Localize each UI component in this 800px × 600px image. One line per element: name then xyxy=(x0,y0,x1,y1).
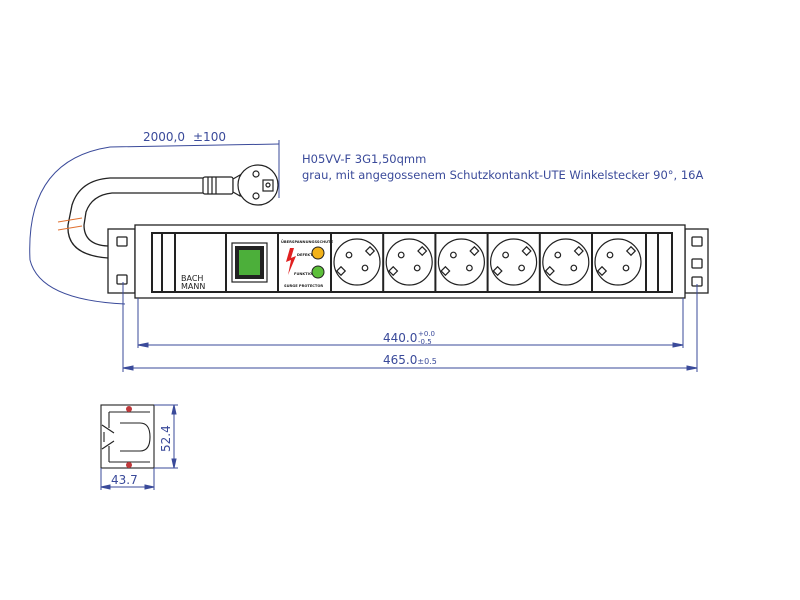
profile-height-label: 52.4 xyxy=(159,425,173,452)
inner-width-tol-plus: +0.0 xyxy=(418,330,435,338)
function-led-icon xyxy=(311,265,325,279)
surge-title: ÜBERSPANNUNGSSCHUTZ xyxy=(281,239,333,244)
lightning-icon xyxy=(286,248,296,275)
socket xyxy=(591,233,642,292)
socket xyxy=(486,233,538,292)
socket xyxy=(538,233,590,292)
socket xyxy=(434,233,485,292)
defect-led-icon xyxy=(311,246,325,260)
profile-section-view xyxy=(100,404,155,469)
cable-spec-line1: H05VV-F 3G1,50qmm xyxy=(302,152,426,166)
power-switch[interactable] xyxy=(231,242,268,283)
inner-width-label: 440.0 xyxy=(383,331,417,345)
inner-width-tol-minus: -0.5 xyxy=(418,338,432,346)
brand-logo-line2: MANN xyxy=(181,282,205,291)
sockets xyxy=(333,233,642,292)
profile-dimensions xyxy=(100,404,178,490)
function-label: FUNKTION xyxy=(294,272,315,276)
profile-width-label: 43.7 xyxy=(111,473,138,487)
brand-logo-line1: BACH xyxy=(181,274,203,283)
angled-plug-icon xyxy=(202,164,279,206)
socket xyxy=(382,233,433,292)
cable-length-label: 2000,0±100 xyxy=(143,130,226,144)
surge-footer: SURGE PROTECTOR xyxy=(284,284,323,288)
defect-label: DEFEKT xyxy=(297,253,313,257)
cable-break-mark xyxy=(57,217,83,231)
socket xyxy=(333,238,381,286)
power-cable xyxy=(67,177,205,259)
outer-width-label: 465.0±0.5 xyxy=(383,353,437,367)
cable-length-dimension xyxy=(29,140,280,305)
width-dimensions xyxy=(122,282,698,372)
cable-spec-line2: grau, mit angegossenem Schutzkontankt-UT… xyxy=(302,168,703,182)
